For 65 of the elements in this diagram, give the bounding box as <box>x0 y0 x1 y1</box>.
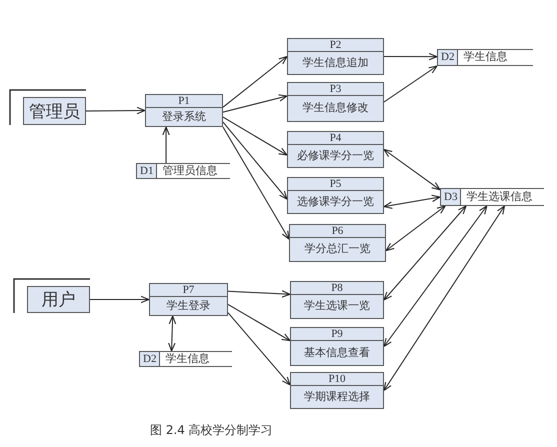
process-number: P7 <box>150 284 227 297</box>
process-number: P8 <box>291 282 383 295</box>
process-box <box>290 372 384 409</box>
arrow <box>222 122 288 200</box>
process-number: P4 <box>288 132 383 145</box>
arrow <box>383 205 467 301</box>
arrow <box>385 205 446 252</box>
process-box <box>290 281 384 319</box>
process-number: P9 <box>291 328 383 341</box>
store-name: 管理员信息 <box>161 164 218 178</box>
process-name: 学生选课一览 <box>303 299 371 314</box>
arrow <box>383 194 441 209</box>
process-number: P1 <box>146 95 222 108</box>
arrow <box>168 315 176 352</box>
process-number: P5 <box>288 178 383 191</box>
process-name: 选修课学分一览 <box>296 194 375 210</box>
process-box <box>289 224 386 262</box>
data-store <box>437 49 533 66</box>
process-box <box>290 327 384 366</box>
process-name: 学生登录 <box>166 298 212 314</box>
arrow <box>384 65 438 102</box>
arrow <box>383 205 505 392</box>
store-id: D2 <box>437 50 458 65</box>
process-box <box>287 177 384 214</box>
process-box <box>149 283 228 316</box>
store-id: D2 <box>139 352 160 366</box>
process-box <box>287 82 384 122</box>
process-name: 基本信息查看 <box>303 346 371 360</box>
store-name: 学生信息 <box>164 352 210 366</box>
arrow <box>228 290 291 298</box>
arrow <box>222 116 288 156</box>
store-name: 学生选课信息 <box>465 190 534 204</box>
process-name: 学生信息修改 <box>302 101 370 116</box>
caption: 图 2.4 高校学分制学习 <box>150 424 273 436</box>
arrow <box>384 52 438 60</box>
arrow <box>222 56 288 108</box>
arrow <box>383 205 488 348</box>
process-name: 必修课学分一览 <box>296 148 375 164</box>
arrow <box>228 312 291 386</box>
process-number: P10 <box>291 373 383 386</box>
external-entity-box: 用户 <box>27 286 90 313</box>
process-number: P3 <box>288 83 383 96</box>
arrow <box>86 106 146 114</box>
process-box <box>145 94 223 127</box>
process-name: 学分总汇一览 <box>304 242 372 257</box>
process-number: P2 <box>288 39 383 52</box>
store-id: D3 <box>440 189 462 205</box>
arrow <box>222 94 288 113</box>
arrow <box>383 148 441 190</box>
arrow <box>228 304 291 342</box>
arrow <box>90 296 150 304</box>
data-store <box>440 188 544 206</box>
process-box <box>287 131 384 168</box>
arrow <box>162 126 170 164</box>
process-name: 学生信息追加 <box>302 56 370 70</box>
arrow <box>222 126 290 240</box>
process-name: 登录系统 <box>161 110 207 124</box>
store-id: D1 <box>136 164 158 178</box>
store-name: 学生信息 <box>462 50 508 65</box>
external-entity-box: 管理员 <box>23 97 86 125</box>
data-store <box>136 163 230 179</box>
process-name: 学期课程选择 <box>303 390 371 404</box>
data-store <box>139 351 232 367</box>
process-box <box>287 38 384 75</box>
process-number: P6 <box>290 225 385 238</box>
